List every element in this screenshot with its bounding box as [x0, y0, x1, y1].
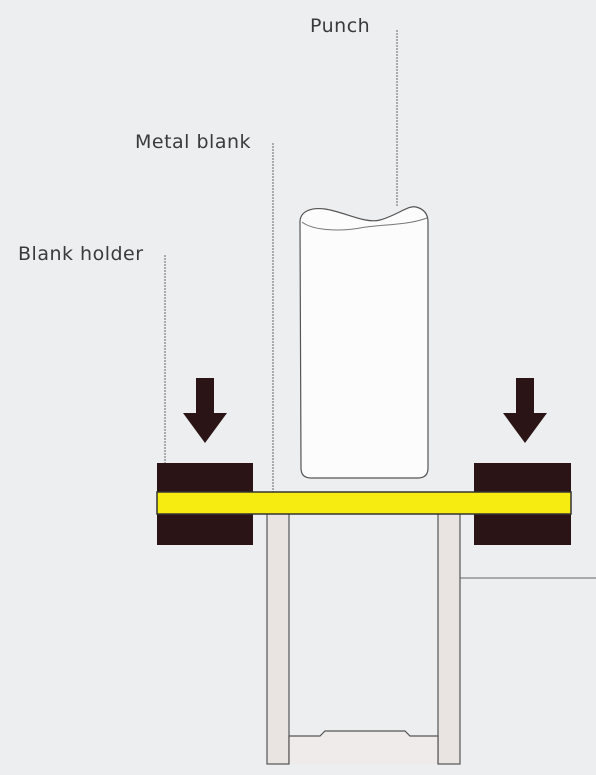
punch-label: Punch	[310, 15, 371, 37]
down-arrow-icon	[183, 378, 227, 443]
die-right-wall	[437, 511, 461, 765]
punch-top-rim	[301, 217, 428, 231]
die	[266, 511, 461, 765]
metal-blank-label: Metal blank	[135, 131, 252, 153]
down-arrow-icon	[503, 378, 547, 443]
punch	[299, 206, 429, 479]
die-bottom	[288, 730, 439, 764]
die-left-wall	[266, 511, 290, 765]
metal-blank	[156, 491, 572, 515]
blank-holder-label: Blank holder	[18, 243, 144, 265]
